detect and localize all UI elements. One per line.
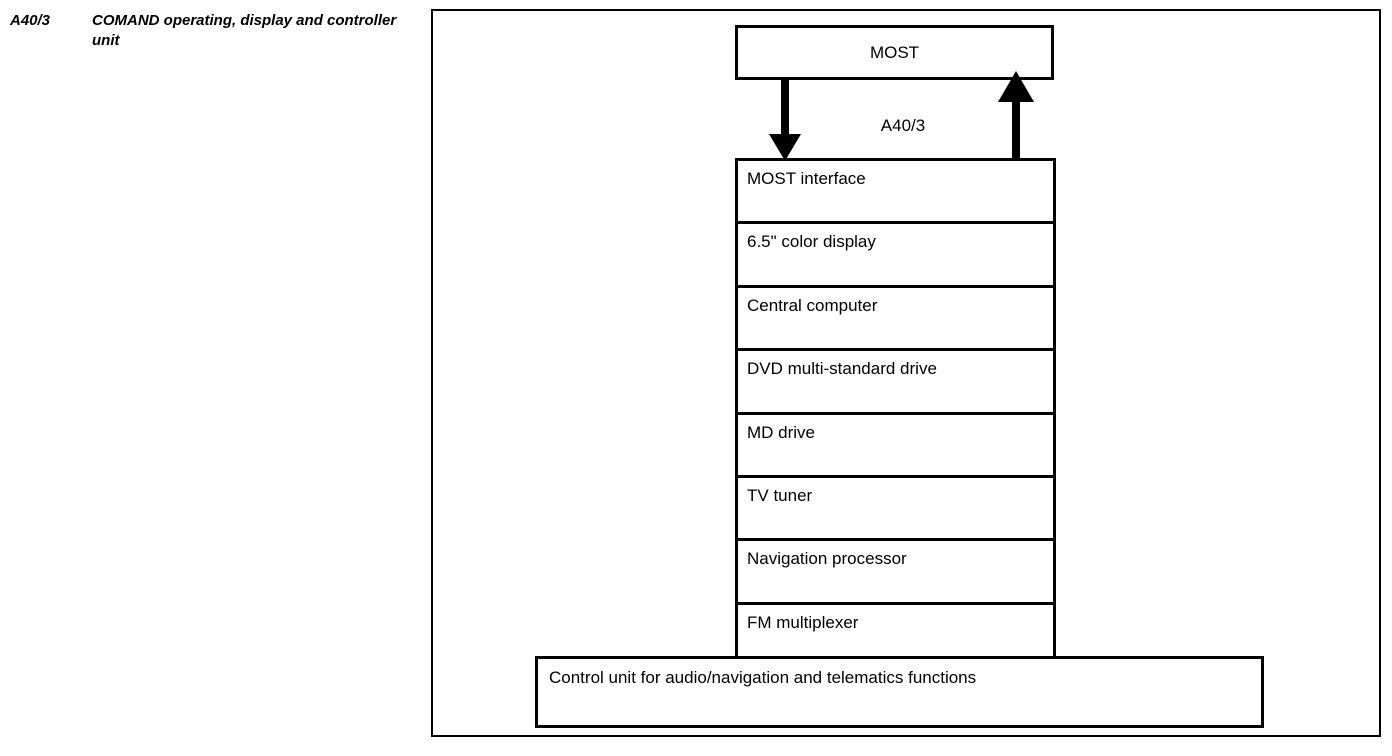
legend-component-code: A40/3 bbox=[10, 12, 51, 29]
component-row: 6.5" color display bbox=[738, 224, 1053, 288]
component-row: Central computer bbox=[738, 288, 1053, 352]
component-row: MOST interface bbox=[738, 161, 1053, 225]
arrow-up-icon bbox=[998, 71, 1034, 161]
legend-component-description: COMAND operating, display and controller… bbox=[92, 12, 397, 49]
component-row: MD drive bbox=[738, 415, 1053, 478]
arrow-down-icon bbox=[768, 80, 802, 161]
control-unit-box: Control unit for audio/navigation and te… bbox=[535, 656, 1264, 728]
legend: A40/3 COMAND operating, display and cont… bbox=[10, 11, 420, 51]
legend-row: A40/3 COMAND operating, display and cont… bbox=[10, 11, 420, 51]
most-bus-label: MOST bbox=[869, 42, 920, 62]
component-row: TV tuner bbox=[738, 478, 1053, 542]
component-row: FM multiplexer bbox=[747, 612, 859, 632]
most-bus-box: MOST bbox=[735, 25, 1054, 80]
component-row: Navigation processor bbox=[738, 541, 1053, 605]
component-row: DVD multi-standard drive bbox=[738, 351, 1053, 415]
component-stack: MOST interface 6.5" color display Centra… bbox=[735, 158, 1056, 666]
diagram-frame: MOST A40/3 MOST interface 6.5" color dis… bbox=[431, 9, 1381, 737]
bus-connection-label: A40/3 bbox=[880, 116, 926, 135]
